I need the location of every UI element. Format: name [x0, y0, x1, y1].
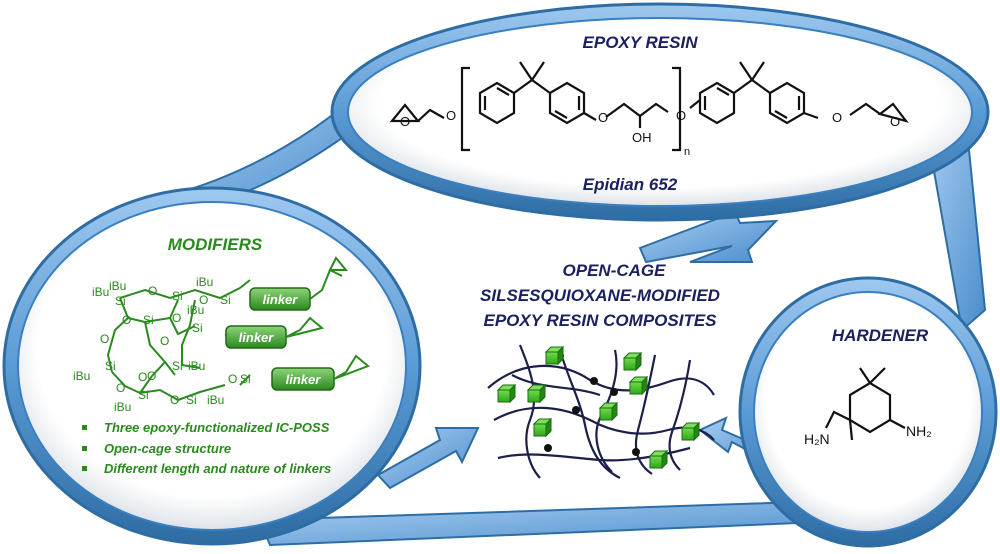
center-title-line-2: SILSESQUIOXANE-MODIFIED [480, 286, 720, 305]
epoxy-caption: Epidian 652 [583, 175, 678, 194]
bullet-text-3: Different length and nature of linkers [104, 461, 331, 476]
atom-si-5: Si [192, 321, 203, 335]
arrow-from-modifiers [376, 427, 480, 490]
center-title-line-3: EPOXY RESIN COMPOSITES [483, 311, 717, 330]
atom-ibu-3: iBu [196, 275, 213, 289]
poss-cube [648, 449, 669, 470]
atom-ibu-6: iBu [73, 369, 90, 383]
atom-o-5: O [100, 332, 109, 346]
atom-si-8: Si [138, 388, 149, 402]
atom-ibu-4: iBu [187, 303, 204, 317]
hardener-panel: HARDENER H₂N NH₂ [738, 276, 998, 548]
atom-o-9: O [147, 369, 156, 383]
modifier-bullets: Three epoxy-functionalized IC-POSS Open-… [82, 420, 331, 476]
linker-label-1: linker [263, 292, 299, 307]
modifiers-title: MODIFIERS [168, 235, 263, 254]
atom-o-7: O [116, 381, 125, 395]
hardener-inner [753, 291, 983, 533]
epoxy-formula [389, 61, 909, 152]
hardener-nh2: NH₂ [906, 423, 932, 439]
atom-o-3: O [122, 313, 131, 327]
epoxy-inner [347, 17, 973, 207]
network-cubes [496, 345, 701, 470]
poss-cube [544, 345, 565, 366]
atom-si-4: Si [143, 313, 154, 327]
atom-o-8: O [138, 370, 147, 384]
poss-cube [526, 383, 547, 404]
hardener-title: HARDENER [832, 326, 929, 345]
atom-si-9: Si [186, 393, 197, 407]
center-title-line-1: OPEN-CAGE [563, 261, 667, 280]
atom-si-2: Si [172, 289, 183, 303]
atom-ibu-7: iBu [114, 400, 131, 414]
atom-o-2: O [199, 293, 208, 307]
poss-cube [496, 383, 517, 404]
atom-ibu-1: iBu [92, 285, 109, 299]
poss-cube [532, 417, 553, 438]
bullet-text-1: Three epoxy-functionalized IC-POSS [104, 420, 330, 435]
epoxy-o-3: O [832, 110, 842, 125]
icposs-atoms: iBu iBu Si O Si iBu O Si O Si O iBu Si O… [73, 275, 251, 414]
arrows [376, 210, 782, 490]
hardener-h2n: H₂N [804, 431, 830, 447]
bullet-text-2: Open-cage structure [104, 441, 231, 456]
atom-si-1: Si [115, 294, 126, 308]
atom-ibu-8: iBu [207, 393, 224, 407]
poss-cube [680, 421, 701, 442]
atom-o-11: O [228, 372, 237, 386]
ipda-structure [825, 367, 906, 441]
atom-o-10: O [170, 393, 179, 407]
atom-si-10: Si [240, 372, 251, 386]
modifiers-panel: MODIFIERS iBu iBu Si O Si iBu O Si O [2, 186, 422, 546]
epoxy-n: n [684, 146, 690, 158]
epoxy-panel: EPOXY RESIN [330, 2, 990, 222]
atom-si-3: Si [220, 293, 231, 307]
center-title: OPEN-CAGE SILSESQUIOXANE-MODIFIED EPOXY … [480, 261, 720, 330]
bullet-marker-2 [82, 446, 87, 451]
epoxy-title: EPOXY RESIN [583, 33, 699, 52]
atom-si-6: Si [105, 359, 116, 373]
atom-o-6: O [160, 334, 169, 348]
epoxy-o-1: O [598, 110, 608, 125]
poss-cube [628, 375, 649, 396]
linker-label-2: linker [239, 330, 275, 345]
atom-o-1: O [148, 284, 157, 298]
linkers: linker linker linker [225, 256, 370, 391]
epoxy-o-left: O [446, 108, 456, 123]
icposs-bonds [106, 279, 251, 402]
bullet-marker-1 [82, 425, 87, 430]
epoxy-oh: OH [632, 130, 652, 145]
epoxy-o-ring-right: O [890, 114, 900, 129]
poss-cube [622, 351, 643, 372]
linker-label-3: linker [286, 372, 322, 387]
atom-ibu-5: iBu [188, 359, 205, 373]
atom-si-7: Si [172, 359, 183, 373]
modifiers-inner [17, 201, 407, 531]
atom-ibu-2: iBu [109, 279, 126, 293]
bullet-marker-3 [82, 466, 87, 471]
epoxy-o-ring-left: O [400, 114, 410, 129]
atom-o-4: O [172, 311, 181, 325]
poss-cube [598, 401, 619, 422]
epoxy-o-2: O [676, 108, 686, 123]
